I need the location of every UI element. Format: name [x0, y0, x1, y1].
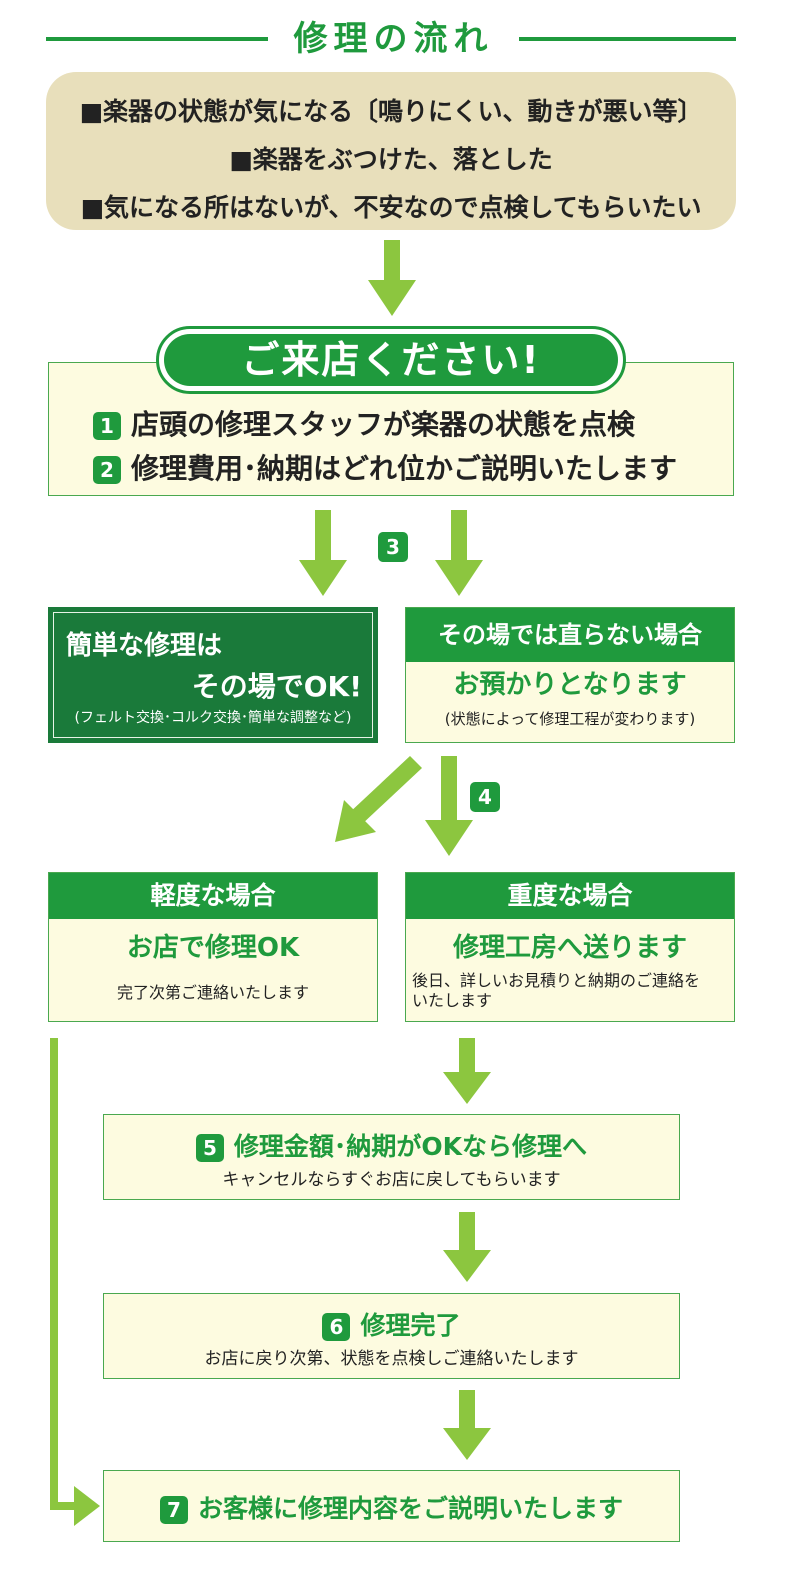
arrow-connector-icon [50, 1038, 100, 1526]
step-6-note: お店に戻り次第、状態を点検しご連絡いたします [204, 1349, 579, 1369]
step-number: 2 [93, 456, 121, 484]
arrow-down-icon [435, 510, 483, 596]
simple-line1: 簡単な修理は [66, 631, 223, 661]
concern-3: ■気になる所はないが、不安なので点検してもらいたい [80, 193, 702, 222]
step-number: 6 [322, 1313, 351, 1341]
visit-step-2: 2 修理費用･納期はどれ位かご説明いたします [93, 447, 677, 491]
step-number: 1 [93, 412, 121, 440]
visit-step-1-text: 店頭の修理スタッフが楽器の状態を点検 [131, 408, 636, 441]
step-6-box: 6 修理完了 お店に戻り次第、状態を点検しご連絡いたします [103, 1293, 680, 1379]
heavy-case-box: 重度な場合 修理工房へ送ります 後日、詳しいお見積りと納期のご連絡をいたします [405, 872, 735, 1022]
step-7-title-row: 7 お客様に修理内容をご説明いたします [104, 1489, 679, 1525]
arrow-down-icon [425, 756, 473, 856]
step-4-badge: 4 [470, 782, 500, 812]
arrow-down-icon [299, 510, 347, 596]
title-rule-right [519, 37, 736, 41]
visit-step-1: 1 店頭の修理スタッフが楽器の状態を点検 [93, 403, 677, 447]
heavy-header: 重度な場合 [406, 873, 734, 919]
page-title: 修理の流れ [293, 19, 494, 59]
light-header: 軽度な場合 [49, 873, 377, 919]
concerns-box: ■楽器の状態が気になる〔鳴りにくい、動きが悪い等〕 ■楽器をぶつけた、落とした … [46, 72, 736, 230]
not-fixed-box: その場では直らない場合 お預かりとなります (状態によって修理工程が変わります) [405, 607, 735, 743]
not-fixed-header: その場では直らない場合 [406, 608, 734, 662]
visit-step-2-text: 修理費用･納期はどれ位かご説明いたします [131, 452, 678, 485]
arrow-diagonal-icon [335, 756, 422, 842]
step-6-title: 修理完了 [360, 1311, 461, 1340]
title-rule-left [46, 37, 268, 41]
simple-repair-box: 簡単な修理は その場でOK! (フェルト交換･コルク交換･簡単な調整など) [48, 607, 378, 743]
light-case-box: 軽度な場合 お店で修理OK 完了次第ご連絡いたします [48, 872, 378, 1022]
step-number: 5 [195, 1134, 224, 1162]
arrow-down-icon [443, 1390, 491, 1460]
step-5-box: 5 修理金額･納期がOKなら修理へ キャンセルならすぐお店に戻してもらいます [103, 1114, 680, 1200]
step-7-box: 7 お客様に修理内容をご説明いたします [103, 1470, 680, 1542]
step-number: 7 [159, 1496, 188, 1524]
step-6-title-row: 6 修理完了 [104, 1306, 679, 1342]
arrow-down-icon [443, 1038, 491, 1104]
simple-line2: その場でOK! [191, 670, 362, 703]
not-fixed-title: お預かりとなります [453, 670, 687, 700]
step-5-title: 修理金額･納期がOKなら修理へ [233, 1132, 588, 1161]
not-fixed-note: (状態によって修理工程が変わります) [444, 710, 696, 728]
light-note: 完了次第ご連絡いたします [116, 983, 309, 1002]
step-3-badge: 3 [378, 532, 408, 562]
light-title: お店で修理OK [126, 933, 300, 963]
step-7-title: お客様に修理内容をご説明いたします [197, 1494, 623, 1523]
heavy-title: 修理工房へ送ります [452, 933, 687, 963]
arrow-down-icon [443, 1212, 491, 1282]
simple-note: (フェルト交換･コルク交換･簡単な調整など) [74, 710, 352, 726]
visit-heading: ご来店ください! [156, 326, 626, 394]
concern-1: ■楽器の状態が気になる〔鳴りにくい、動きが悪い等〕 [79, 97, 703, 126]
visit-heading-text: ご来店ください! [164, 334, 618, 386]
step-5-title-row: 5 修理金額･納期がOKなら修理へ [104, 1127, 679, 1163]
concern-2: ■楽器をぶつけた、落とした [229, 145, 553, 174]
heavy-note: 後日、詳しいお見積りと納期のご連絡をいたします [412, 971, 701, 1010]
step-5-note: キャンセルならすぐお店に戻してもらいます [222, 1170, 561, 1190]
arrow-down-icon [368, 240, 416, 316]
